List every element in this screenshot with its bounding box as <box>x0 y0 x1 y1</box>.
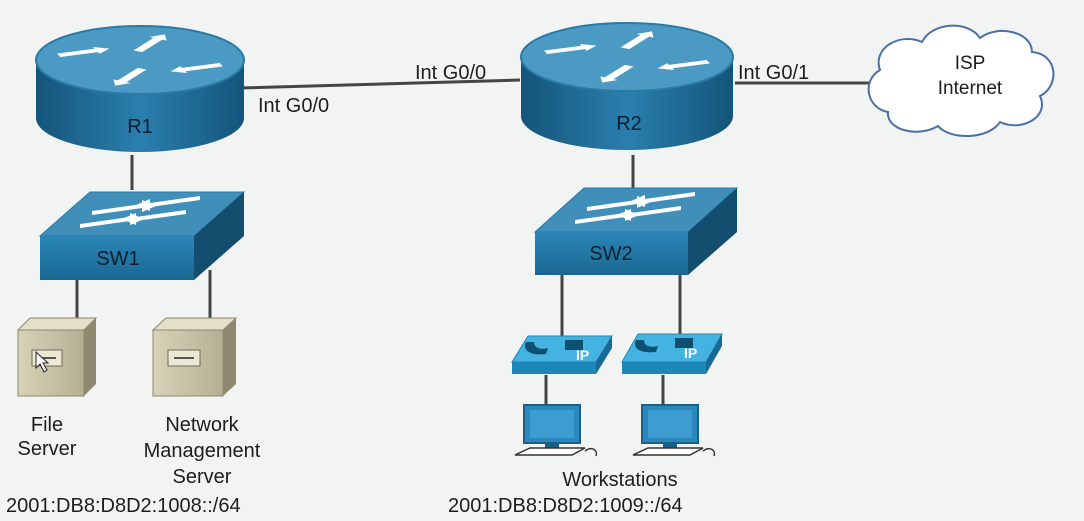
switch-sw2-label: SW2 <box>589 243 633 265</box>
file-server-icon[interactable] <box>16 317 98 397</box>
r2-interface-g0-1-label: Int G0/1 <box>738 62 810 84</box>
isp-cloud-icon[interactable] <box>867 24 1055 138</box>
router-r2-label: R2 <box>616 113 642 135</box>
workstations-label: Workstations <box>562 469 678 491</box>
mouse-cursor-icon <box>35 350 50 373</box>
network-management-server-icon[interactable] <box>151 317 238 397</box>
file-server-label-line1: File <box>30 414 64 436</box>
nms-label-line1: Network <box>165 414 239 436</box>
workstation-1-icon[interactable] <box>514 404 598 457</box>
r2-interface-g0-0-label: Int G0/0 <box>415 62 487 84</box>
subnet-left-label: 2001:DB8:D8D2:1008::/64 <box>6 495 241 517</box>
file-server-label-line2: Server <box>17 438 77 460</box>
nms-label-line3: Server <box>172 466 232 488</box>
switch-sw1-icon[interactable] <box>38 191 246 280</box>
router-r2-icon[interactable] <box>520 22 734 150</box>
nms-label-line2: Management <box>143 440 261 462</box>
link-r1-r2 <box>239 78 521 90</box>
switch-sw2-icon[interactable] <box>533 187 739 275</box>
switch-sw1-label: SW1 <box>96 248 140 270</box>
r1-interface-g0-0-label: Int G0/0 <box>258 95 330 117</box>
workstation-2-icon[interactable] <box>632 404 716 457</box>
cloud-internet-label: Internet <box>937 78 1003 99</box>
router-r1-label: R1 <box>127 116 153 138</box>
router-r1-icon[interactable] <box>35 25 245 152</box>
ip-phone-2-icon[interactable]: IP <box>621 333 723 374</box>
cables <box>75 78 872 405</box>
phone-1-ip-badge: IP <box>576 347 589 363</box>
subnet-right-label: 2001:DB8:D8D2:1009::/64 <box>448 495 683 517</box>
cloud-isp-label: ISP <box>954 53 986 74</box>
ip-phone-1-icon[interactable]: IP <box>511 335 613 374</box>
phone-2-ip-badge: IP <box>684 345 697 361</box>
